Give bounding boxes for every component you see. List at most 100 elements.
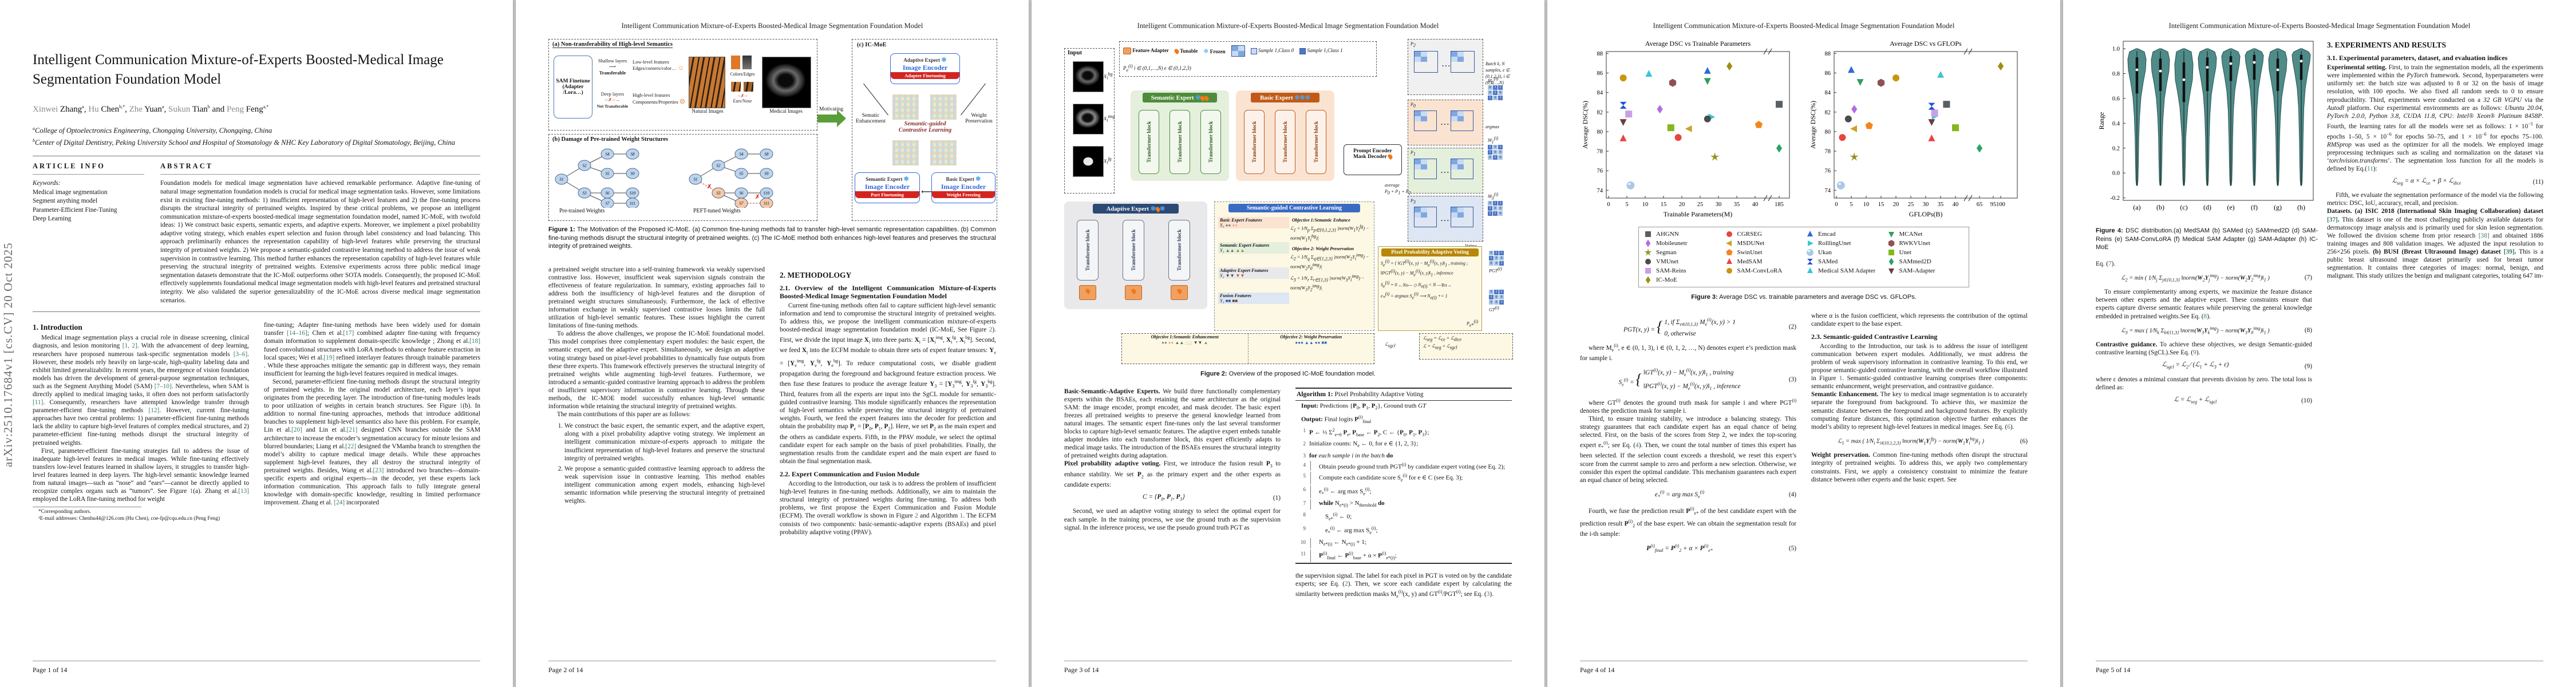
svg-text:95: 95	[1990, 202, 1997, 208]
svg-text:GFLOPs(B): GFLOPs(B)	[1909, 210, 1943, 218]
svg-text:✗: ✗	[755, 194, 760, 200]
paragraph: Datasets. (a) ISIC 2018 (International S…	[2327, 208, 2543, 280]
author: Peng Fenga,*	[226, 104, 269, 114]
svg-text:(g): (g)	[2274, 203, 2282, 211]
basic-expert-panel: Basic Expert ❄❄❄ Transformer block Trans…	[1236, 90, 1334, 181]
paragraph: Basic-Semantic-Adaptive Experts. We buil…	[1064, 388, 1281, 460]
svg-text:40: 40	[1953, 202, 1959, 208]
transformer-block: Transformer block	[1200, 110, 1221, 174]
legend-item: Unet	[1887, 248, 1965, 256]
part-finetuning-band: Part Finetuning	[855, 191, 919, 198]
bottom-objective-1: Objective 1:Semantic Enhancement ●● ●● ▲…	[1122, 334, 1249, 364]
svg-text:78: 78	[1597, 149, 1603, 155]
motivating-arrow-head	[837, 110, 846, 127]
svg-text:0.6: 0.6	[2112, 96, 2120, 102]
page-4: Intelligent Communication Mixture-of-Exp…	[1547, 0, 2060, 687]
svg-text:84: 84	[1597, 90, 1603, 96]
snowflake-icon: ❄	[941, 57, 947, 64]
paragraph: To address the above challenges, we prop…	[548, 330, 765, 410]
paragraph: Fourth, we fuse the prediction result P(…	[1580, 506, 1797, 538]
snowflake-icon: ❄	[975, 176, 981, 183]
keywords-label: Keywords:	[33, 180, 61, 187]
svg-text:88: 88	[1597, 51, 1603, 57]
svg-text:84: 84	[1825, 90, 1831, 96]
algorithm-output: Output: Final logits P(i)final	[1301, 414, 1372, 424]
cube-icon	[1231, 45, 1245, 57]
sgcl-objectives: Objective 1:Semantic Enhance ℒ1 = 1⁄Np Σ…	[1290, 217, 1372, 293]
author: Zhe Yuana	[129, 104, 164, 114]
svg-text:35: 35	[1938, 202, 1944, 208]
svg-text:88: 88	[1825, 51, 1831, 57]
equation-8: ℒ3 = max ( 1⁄Nk Σk∈{1,3} ‖norm(W3Ykimg) …	[2121, 325, 2312, 335]
svg-text:40: 40	[1752, 202, 1759, 208]
author: Xinwei Zhanga	[33, 104, 84, 114]
svg-text:S6: S6	[740, 191, 744, 196]
paragraph: where α is the fusion coefficient, which…	[1811, 312, 2028, 327]
svg-text:S10: S10	[630, 191, 636, 196]
svg-text:10: 10	[1863, 202, 1870, 208]
svg-text:S9: S9	[631, 172, 635, 176]
svg-text:S11: S11	[630, 202, 635, 206]
fig1-motivating-label: Motivating	[819, 106, 844, 112]
l3-formula: ℒ3 = 1⁄Nr Σr∈{1,3} |norm(W3Yiimg) − norm…	[1290, 274, 1365, 293]
paragraph: Contrastive guidance. To achieve these o…	[2096, 341, 2312, 357]
page-1: arXiv:2510.17684v1 [cs.CV] 20 Oct 2025 I…	[0, 0, 513, 687]
transformer-block: Transformer block	[1306, 110, 1326, 174]
svg-text:0.0: 0.0	[2112, 171, 2120, 177]
svg-text:S8: S8	[765, 152, 769, 157]
figure-4-caption: Figure 4: DSC distribution.(a) MedSAM (b…	[2096, 227, 2318, 251]
svg-text:30: 30	[1923, 202, 1929, 208]
svg-text:25: 25	[1697, 202, 1704, 208]
adaptive-expert-panel: Adaptive Expert ❄❄ Transformer block Tra…	[1064, 202, 1207, 309]
connector-line	[961, 83, 986, 116]
paragraph: where Me(i), e ∈ (0, 1, 3), i ∈ (0, 1, 2…	[1580, 342, 1797, 362]
equation-5: P(i)final = P(i)2 + α × P(i)e*(5)	[1646, 543, 1796, 554]
paragraph: Fifth, we evaluate the segmentation perf…	[2327, 192, 2543, 207]
paragraph: Second, parameter-efficient fine-tuning …	[264, 378, 480, 507]
svg-text:(c): (c)	[2180, 203, 2187, 211]
tiger-crop-nose	[744, 82, 753, 92]
objective-2-label: Objective 2: Weight Preservation	[1292, 246, 1354, 251]
section-3-heading: 3. EXPERIMENTS AND RESULTS	[2327, 41, 2447, 49]
transformer-block: Transformer block	[1275, 110, 1295, 174]
svg-text:10: 10	[1642, 202, 1649, 208]
x-bg-label: Xibg	[1104, 72, 1113, 81]
svg-text:S4: S4	[606, 152, 610, 157]
fig1-panel-b-title: (b) Damage of Pre-trained Weight Structu…	[552, 136, 669, 143]
legend-item: SAMed	[1805, 258, 1883, 266]
edge-swatch	[742, 56, 752, 69]
svg-text:S1: S1	[694, 177, 698, 182]
svg-text:Range: Range	[2097, 112, 2105, 130]
svg-text:(b): (b)	[2156, 203, 2164, 211]
running-head: Intelligent Communication Mixture-of-Exp…	[1653, 22, 1955, 30]
connector-line	[863, 83, 888, 116]
fig1-pretrained-label: Pre-trained Weights	[559, 208, 605, 214]
adapter-finetuning-band: Adapter Finetuning	[891, 72, 959, 79]
legend-item: MCANet	[1887, 230, 1965, 238]
author: Hu Chenb,*	[88, 104, 125, 114]
svg-text:65: 65	[1977, 202, 1983, 208]
paragraph: Second, we used an adaptive voting strat…	[1064, 508, 1281, 531]
scatter-plot-params: Average DSC vs Trainable Parameters74767…	[1581, 40, 1790, 218]
article-info-heading: ARTICLE INFO	[33, 162, 144, 175]
p3-label: P3	[1411, 198, 1416, 205]
ppav-panel: Pixel Probability Adaptive Voting Se(i) …	[1378, 246, 1482, 331]
voting-label: Voting	[1465, 243, 1476, 249]
legend-item: CGRSEG	[1725, 230, 1803, 238]
paragraph: a pretrained weight structure into a sel…	[548, 266, 765, 330]
fig1-medical-label: Medical Images	[769, 108, 803, 114]
svg-text:S11: S11	[764, 202, 769, 206]
equation-11: ℒseg = α × ℒce + β × ℒdice(11)	[2392, 177, 2543, 186]
cube-icon	[1451, 110, 1473, 131]
frowny-icon: ☹	[679, 98, 685, 105]
